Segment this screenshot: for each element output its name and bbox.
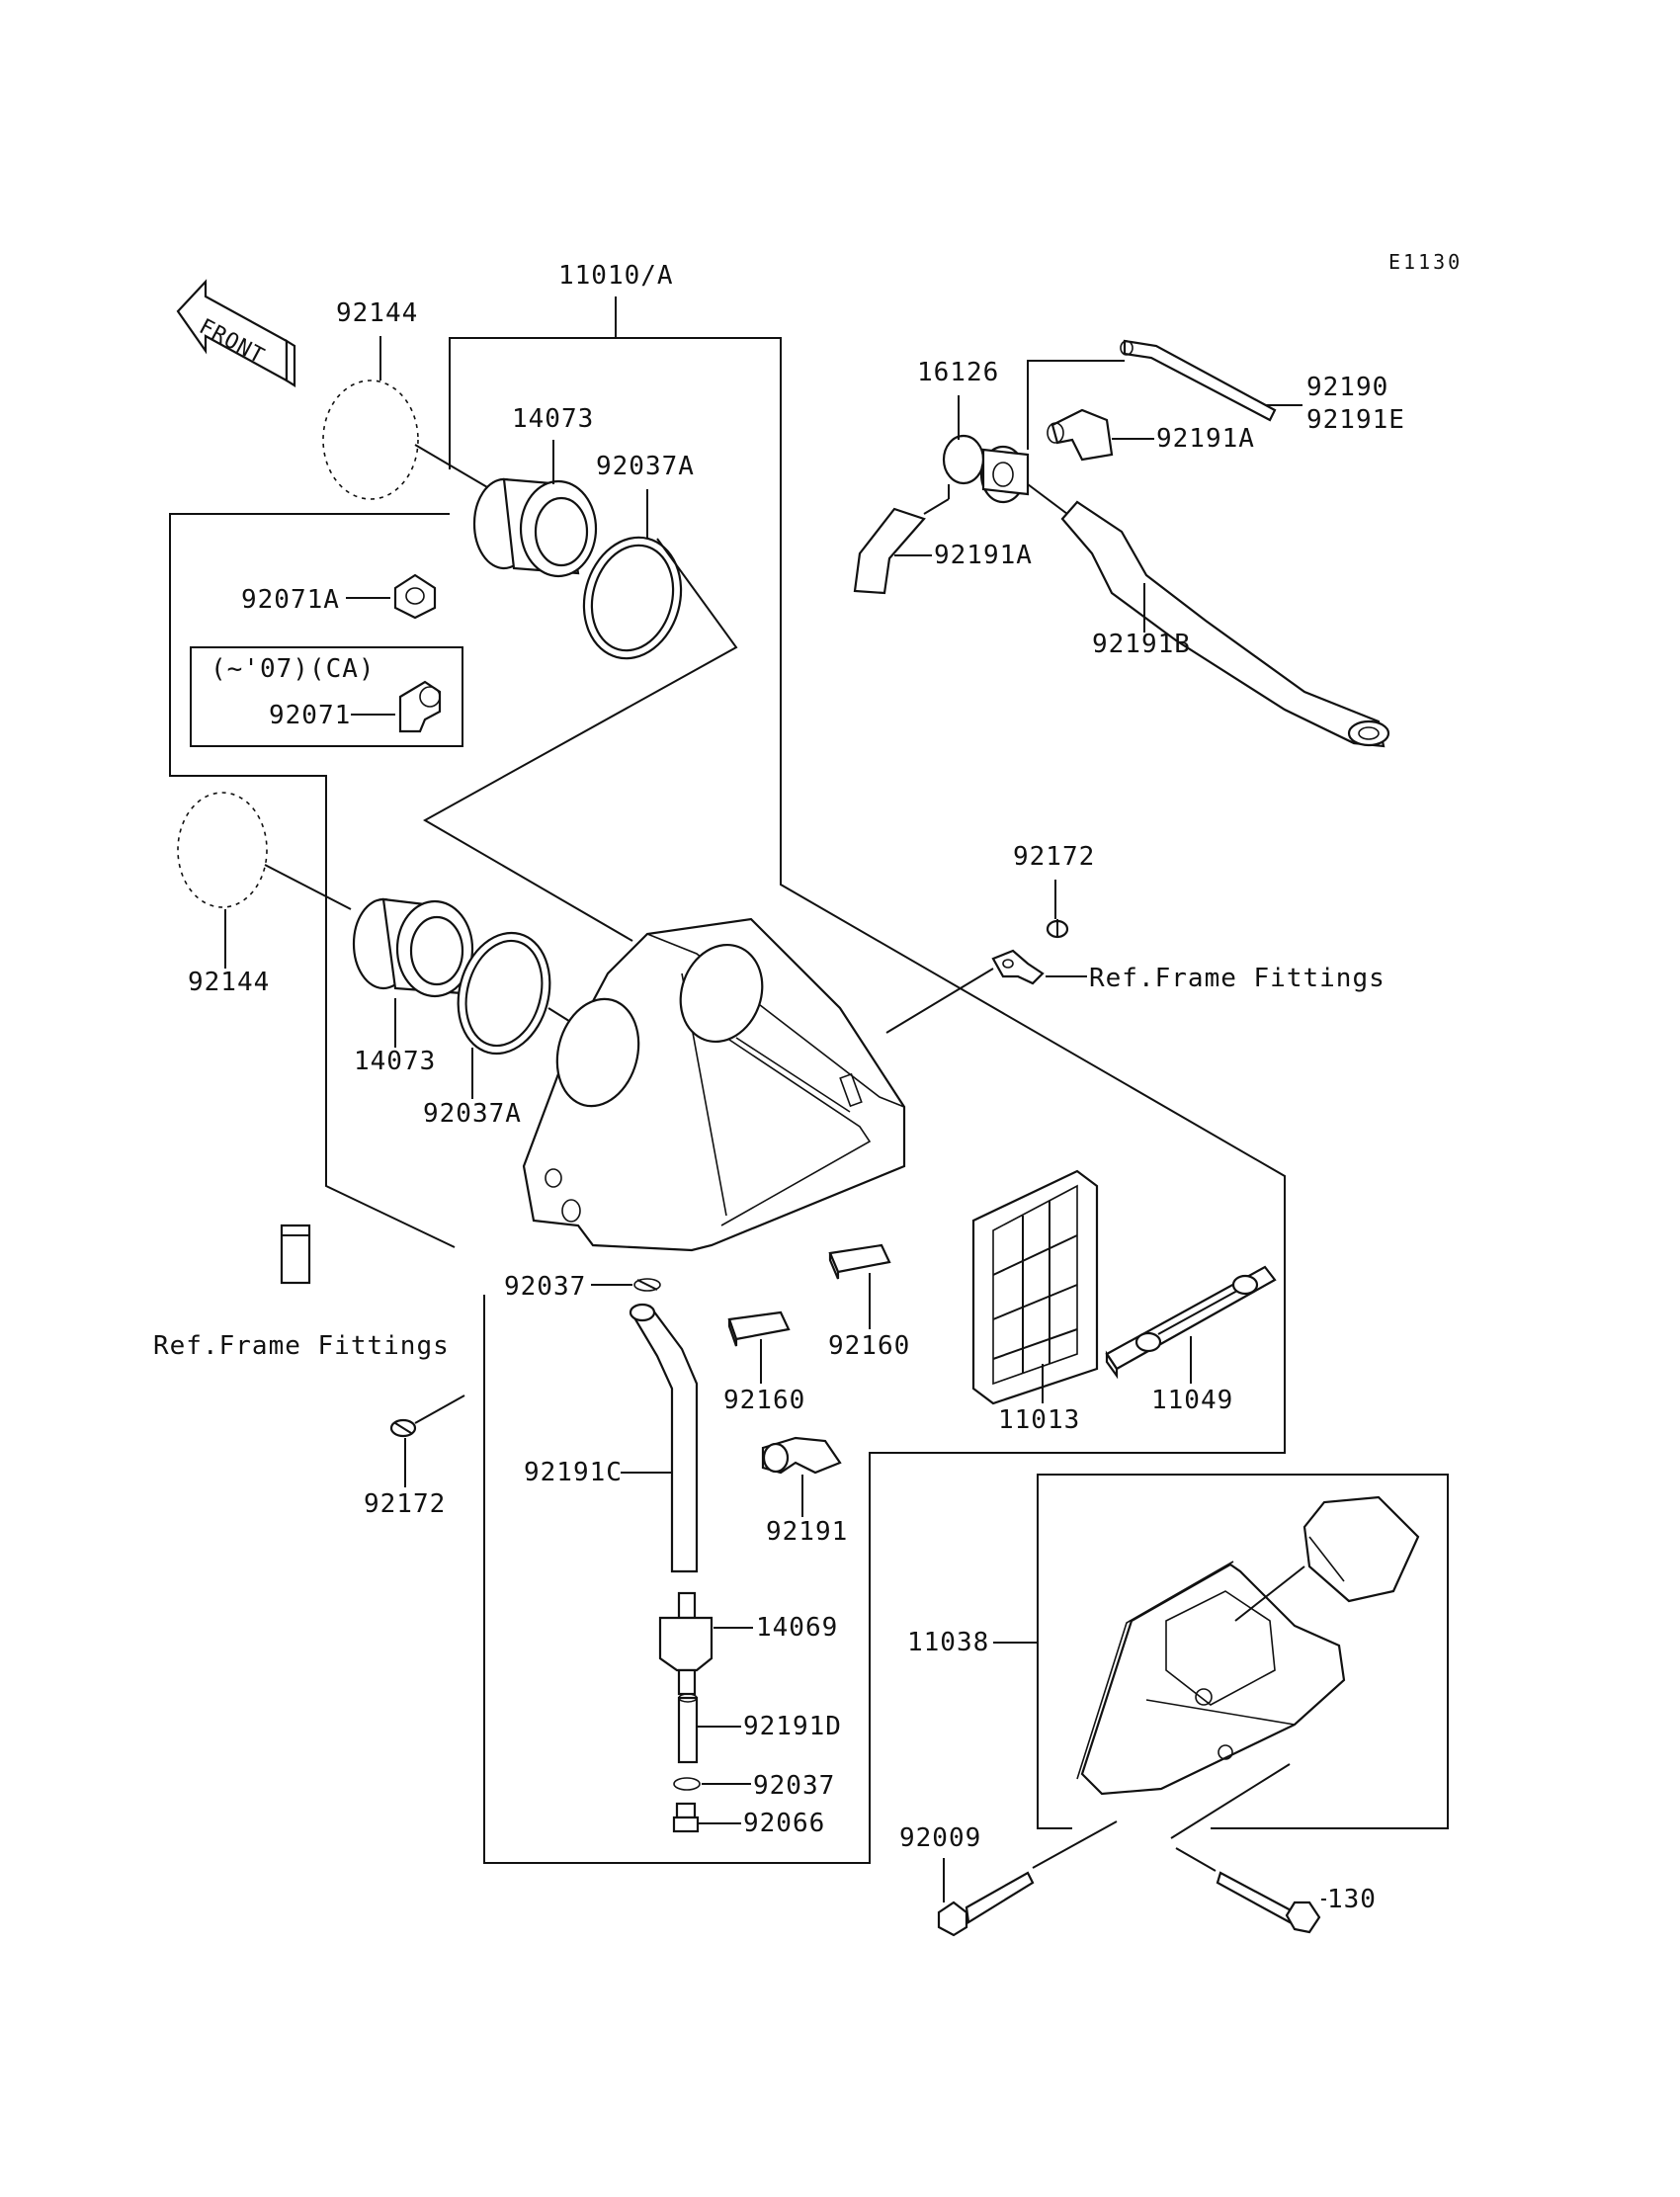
intake-duct-14073-top: [472, 477, 598, 578]
label-92172-bottom: 92172: [364, 1489, 446, 1519]
label-92144-left: 92144: [188, 968, 270, 997]
label-92190: 92190: [1306, 373, 1388, 402]
label-14073-top: 14073: [512, 404, 594, 434]
variant-note: (~'07)(CA): [210, 654, 376, 684]
bolt-130: [1216, 1871, 1321, 1934]
label-92009: 92009: [899, 1823, 981, 1853]
label-92172-top: 92172: [1013, 842, 1095, 872]
elbow-92071: [398, 680, 442, 733]
air-cleaner-housing-icon: [522, 917, 906, 1252]
screw-92172-bottom: [389, 1418, 417, 1438]
elbow-92191: [761, 1436, 842, 1475]
label-16126: 16126: [917, 358, 999, 387]
pad-92160-left: [727, 1310, 791, 1347]
label-14069: 14069: [756, 1613, 838, 1643]
intake-duct-14073-left: [352, 897, 474, 998]
bolt-92009: [937, 1871, 1035, 1937]
variant-box: [190, 646, 463, 747]
hose-clamp-icon: [322, 380, 419, 500]
label-11010A: 11010/A: [558, 261, 674, 291]
ref-frame-left: Ref.Frame Fittings: [153, 1331, 450, 1361]
label-92037A-top: 92037A: [596, 452, 695, 481]
clamp-92037-bottom: [673, 1777, 701, 1791]
pad-92160-right: [828, 1243, 891, 1280]
elbow-92191A-right: [1047, 408, 1114, 462]
clamp-ring-92037A-left: [457, 931, 551, 1056]
bracket-11049: [1105, 1265, 1277, 1380]
label-92191C: 92191C: [524, 1458, 623, 1487]
label-92037-top: 92037: [504, 1272, 586, 1302]
inline-filter-14069: [658, 1591, 714, 1696]
label-92160-right: 92160: [828, 1331, 910, 1361]
label-14073-left: 14073: [354, 1047, 436, 1076]
clamp-92037-top: [633, 1278, 661, 1292]
label-11013: 11013: [998, 1405, 1080, 1435]
label-92191D: 92191D: [743, 1712, 842, 1741]
label-92071: 92071: [269, 701, 351, 730]
hose-92191C: [629, 1303, 699, 1573]
label-130: 130: [1327, 1885, 1377, 1914]
label-92160-left: 92160: [723, 1386, 805, 1415]
ref-frame-right: Ref.Frame Fittings: [1089, 964, 1386, 993]
plug-92066: [672, 1802, 700, 1833]
label-92191A-left: 92191A: [934, 541, 1033, 570]
elbow-92191A-left: [853, 507, 926, 595]
plug-92071A: [393, 573, 437, 620]
block-frame-fitting-left: [280, 1224, 311, 1285]
hose-92191D: [677, 1693, 699, 1764]
label-92071A: 92071A: [241, 585, 340, 615]
box-11038: [1037, 1474, 1449, 1829]
hose-clamp-left: [177, 792, 268, 908]
label-92191: 92191: [766, 1517, 848, 1547]
hose-92190: [1120, 339, 1277, 422]
screw-92172-top: [1046, 919, 1069, 939]
label-11049: 11049: [1151, 1386, 1233, 1415]
assembly-bracket-11010A: 11010/A: [169, 261, 1286, 1864]
hose-92191B: [1027, 483, 1390, 748]
label-92037A-left: 92037A: [423, 1099, 522, 1129]
valve-16126: [942, 434, 1030, 504]
front-direction-arrow-icon: FRONT: [176, 279, 296, 387]
resonator-11038: [1076, 1495, 1420, 1796]
label-92191B: 92191B: [1092, 630, 1191, 659]
label-92066: 92066: [743, 1809, 825, 1838]
label-92191A-right: 92191A: [1156, 424, 1255, 454]
clamp-ring-92037A-top: [422, 536, 738, 942]
label-92037-bottom: 92037: [753, 1771, 835, 1801]
diagram-code: E1130: [1388, 250, 1463, 274]
label-92144-top: 92144: [336, 298, 418, 328]
bracket-frame-fitting-right: [991, 949, 1045, 985]
label-11038: 11038: [907, 1628, 989, 1657]
air-filter-element-icon: [971, 1169, 1099, 1405]
label-92191E: 92191E: [1306, 405, 1405, 435]
